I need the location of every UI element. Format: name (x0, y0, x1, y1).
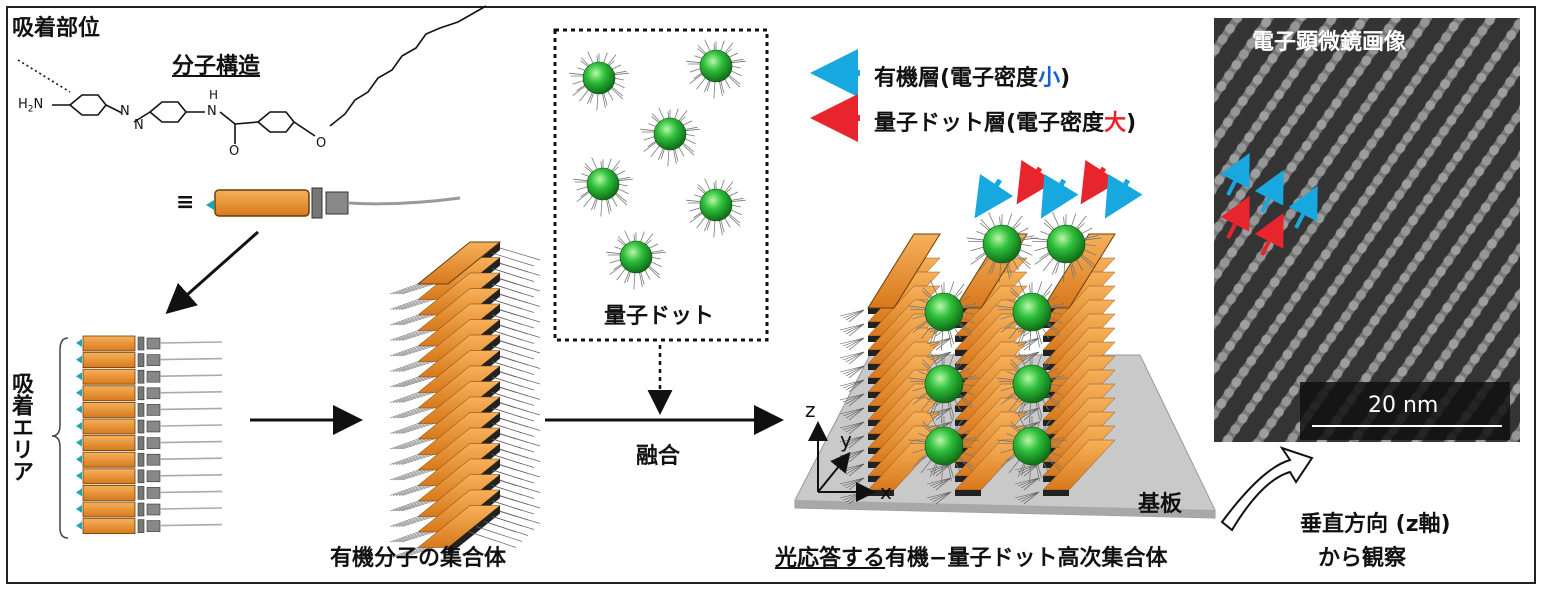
chem-nh-h: H (209, 88, 219, 102)
stack-molecule (76, 368, 223, 385)
cyan-em-arrow (1288, 185, 1318, 229)
stack-molecule (76, 418, 223, 435)
cyan-incoming-arrow (1104, 173, 1143, 219)
red-incoming-arrow (1016, 159, 1056, 205)
quantum-dot (569, 51, 629, 111)
scale-bar-box (1300, 382, 1510, 440)
axis-x: x (880, 480, 892, 504)
cyan-incoming-arrow (1040, 173, 1079, 219)
stack-molecule (76, 352, 223, 369)
legend-organic-accent: 小 (1038, 66, 1061, 91)
adsorption-area-stack (76, 335, 223, 534)
red-incoming-arrow (1080, 159, 1120, 205)
label-substrate: 基板 (1138, 492, 1183, 517)
arrow-to-area (165, 230, 259, 314)
label-photoresponsive: 光応答する有機−量子ドット高次集合体 (775, 540, 1167, 572)
legend-qd-close: ) (1126, 111, 1137, 136)
legend-organic-text: 有機層(電子密度 (874, 66, 1039, 91)
stack-molecule (76, 468, 223, 485)
stack-molecule (76, 501, 223, 518)
chem-n1: N (120, 104, 130, 119)
legend-qd-layer: 量子ドット層(電子密度大) (874, 105, 1136, 137)
red-em-arrow (1220, 195, 1250, 239)
label-observe-line2: から観察 (1318, 546, 1407, 571)
chem-h2n: H2N (18, 97, 44, 115)
organic-assembly (389, 241, 541, 558)
schematic-molecule (206, 187, 461, 219)
label-equiv: ≡ (176, 190, 195, 215)
legend-organic-layer: 有機層(電子密度小) (874, 60, 1070, 92)
quantum-dot (686, 178, 746, 238)
hybrid-quantum-dot (966, 212, 1038, 283)
axis-z: z (805, 398, 816, 422)
cyan-em-arrow (1254, 169, 1284, 213)
label-adsorption-site: 吸着部位 (12, 16, 101, 41)
label-photoresponsive-rest: 有機−量子ドット高次集合体 (885, 546, 1168, 571)
benzene-ring-1 (68, 94, 108, 116)
label-em-image: 電子顕微鏡画像 (1252, 30, 1407, 55)
stack-molecule (76, 435, 223, 452)
chem-nh-n: N (207, 104, 217, 119)
hybrid-quantum-dot (996, 280, 1068, 351)
quantum-dot-box (553, 28, 769, 342)
benzene-ring-2 (148, 101, 188, 123)
stack-molecule (76, 451, 223, 468)
label-scale-bar: 20 nm (1368, 393, 1439, 418)
benzene-ring-3 (256, 111, 296, 133)
cyan-em-arrow (1220, 152, 1250, 196)
hybrid-quantum-dot (908, 280, 980, 351)
chem-n2: N (134, 118, 144, 133)
stack-molecule (76, 401, 223, 418)
stack-molecule (76, 484, 223, 501)
label-observe-line1: 垂直方向 (z軸) (1300, 512, 1451, 537)
molecule-structure (17, 5, 487, 144)
site-pointer-line (17, 59, 71, 93)
axis-y: y (840, 428, 852, 452)
hybrid-quantum-dot (996, 352, 1068, 423)
chem-o-ether: O (316, 136, 327, 151)
stack-molecule (76, 385, 223, 402)
chem-o-carbonyl: O (229, 144, 240, 159)
label-adsorption-area: 吸着エリア (8, 372, 33, 482)
observe-arrow (1220, 446, 1314, 532)
figure-frame (6, 6, 1536, 584)
legend-qd-text: 量子ドット層(電子密度 (874, 111, 1105, 136)
em-arrows (1220, 152, 1318, 256)
incoming-arrows (974, 159, 1143, 219)
label-photoresponsive-prefix: 光応答する (775, 546, 886, 571)
hybrid-quantum-dot (908, 414, 980, 485)
quantum-dot (606, 230, 666, 290)
label-molecular-structure: 分子構造 (172, 54, 261, 79)
legend-qd-accent: 大 (1104, 111, 1127, 136)
stack-molecule (76, 518, 223, 534)
assembly-layer (389, 505, 541, 558)
quantum-dot (686, 39, 746, 99)
label-fusion: 融合 (636, 444, 681, 469)
legend-organic-close: ) (1060, 66, 1071, 91)
cyan-incoming-arrow (974, 173, 1014, 219)
hybrid-quantum-dot (908, 352, 980, 423)
hybrid-organic-stack (839, 233, 941, 505)
quantum-dot-group (569, 39, 746, 290)
label-organic-assembly: 有機分子の集合体 (330, 546, 507, 571)
quantum-dot (573, 157, 633, 217)
hybrid-quantum-dot (996, 414, 1068, 485)
label-quantum-dots: 量子ドット (604, 304, 715, 329)
stack-molecule (76, 335, 223, 352)
hybrid-quantum-dot (1030, 212, 1102, 283)
red-em-arrow (1254, 212, 1284, 256)
quantum-dot (640, 107, 700, 167)
hybrid-assembly (839, 212, 1116, 505)
hybrid-organic-stack (1014, 233, 1116, 505)
axes-indicator (808, 421, 876, 502)
area-bracket (51, 337, 69, 539)
